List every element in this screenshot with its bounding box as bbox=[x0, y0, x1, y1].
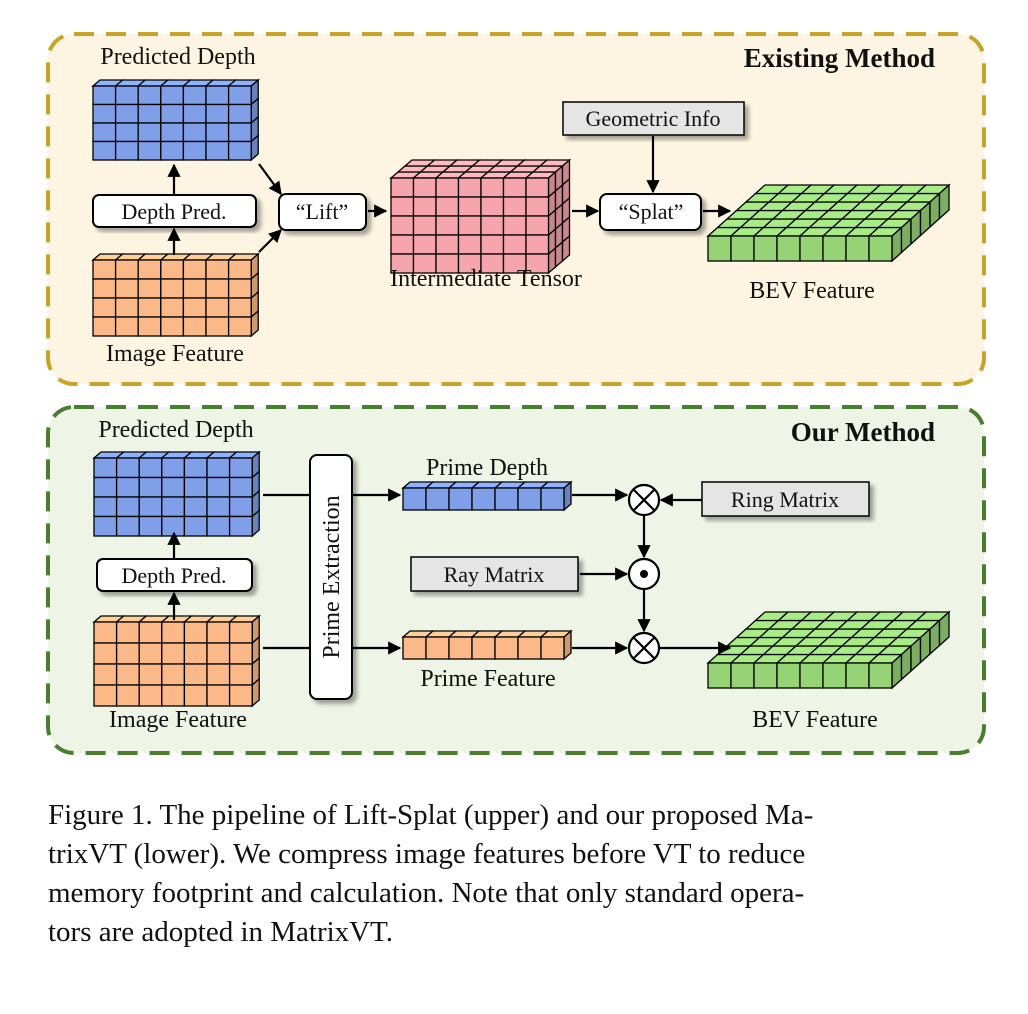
bev-feature-grid bbox=[706, 183, 951, 263]
ours-image-feature-grid bbox=[92, 614, 261, 708]
depth-pred-label: Depth Pred. bbox=[121, 199, 226, 224]
lift-label: “Lift” bbox=[296, 199, 349, 224]
our-method-panel: Our Method Predicted Depth Depth Pred. I… bbox=[46, 405, 986, 755]
caption-line-2: trixVT (lower). We compress image featur… bbox=[48, 838, 806, 870]
prime-extraction-box: Prime Extraction bbox=[309, 454, 353, 700]
caption-line-4: tors are adopted in MatrixVT. bbox=[48, 916, 393, 948]
existing-method-title: Existing Method bbox=[744, 43, 935, 73]
predicted-depth-label: Predicted Depth bbox=[100, 44, 255, 70]
ours-predicted-depth-grid bbox=[92, 450, 261, 538]
prime-feature-bar bbox=[401, 629, 573, 661]
splat-box: “Splat” bbox=[599, 193, 702, 231]
image-feature-grid bbox=[91, 252, 260, 338]
splat-label: “Splat” bbox=[619, 199, 684, 224]
prime-feature-label: Prime Feature bbox=[420, 666, 555, 692]
prime-depth-label: Prime Depth bbox=[426, 455, 548, 481]
ray-matrix-box: Ray Matrix bbox=[410, 556, 579, 592]
ours-depth-pred-box: Depth Pred. bbox=[96, 558, 253, 592]
existing-method-panel: Existing Method Predicted Depth Depth Pr… bbox=[46, 32, 986, 386]
image-feature-label: Image Feature bbox=[106, 341, 244, 367]
caption-line-1: Figure 1. The pipeline of Lift-Splat (up… bbox=[48, 799, 814, 831]
figure-caption: Figure 1. The pipeline of Lift-Splat (up… bbox=[48, 796, 988, 952]
ours-bev-feature-grid bbox=[706, 610, 951, 690]
predicted-depth-grid bbox=[91, 78, 260, 162]
intermediate-tensor-cube bbox=[389, 158, 572, 275]
caption-line-3: memory footprint and calculation. Note t… bbox=[48, 877, 805, 909]
multiply-operator-2 bbox=[627, 631, 661, 665]
ring-matrix-box: Ring Matrix bbox=[701, 481, 870, 517]
ours-bev-feature-label: BEV Feature bbox=[752, 707, 878, 733]
operator-nodes bbox=[627, 483, 661, 665]
geometric-info-box: Geometric Info bbox=[562, 101, 745, 136]
ours-image-feature-label: Image Feature bbox=[109, 707, 247, 733]
dot-operator bbox=[627, 557, 661, 591]
ours-predicted-depth-label: Predicted Depth bbox=[98, 417, 253, 443]
bev-feature-label: BEV Feature bbox=[749, 278, 875, 304]
ring-matrix-label: Ring Matrix bbox=[731, 487, 839, 512]
multiply-operator-1 bbox=[627, 483, 661, 517]
lift-box: “Lift” bbox=[278, 193, 367, 231]
geometric-info-label: Geometric Info bbox=[586, 106, 721, 131]
prime-depth-bar bbox=[401, 480, 573, 512]
ours-depth-pred-label: Depth Pred. bbox=[121, 563, 226, 588]
existing-arrows bbox=[167, 136, 732, 255]
pipeline-diagram: Existing Method Predicted Depth Depth Pr… bbox=[46, 32, 986, 755]
ours-arrows bbox=[167, 488, 732, 655]
depth-pred-box: Depth Pred. bbox=[92, 194, 257, 228]
our-method-title: Our Method bbox=[791, 417, 935, 447]
ray-matrix-label: Ray Matrix bbox=[444, 562, 545, 587]
intermediate-tensor-label: Intermediate Tensor bbox=[390, 266, 582, 292]
prime-extraction-label: Prime Extraction bbox=[319, 495, 345, 658]
